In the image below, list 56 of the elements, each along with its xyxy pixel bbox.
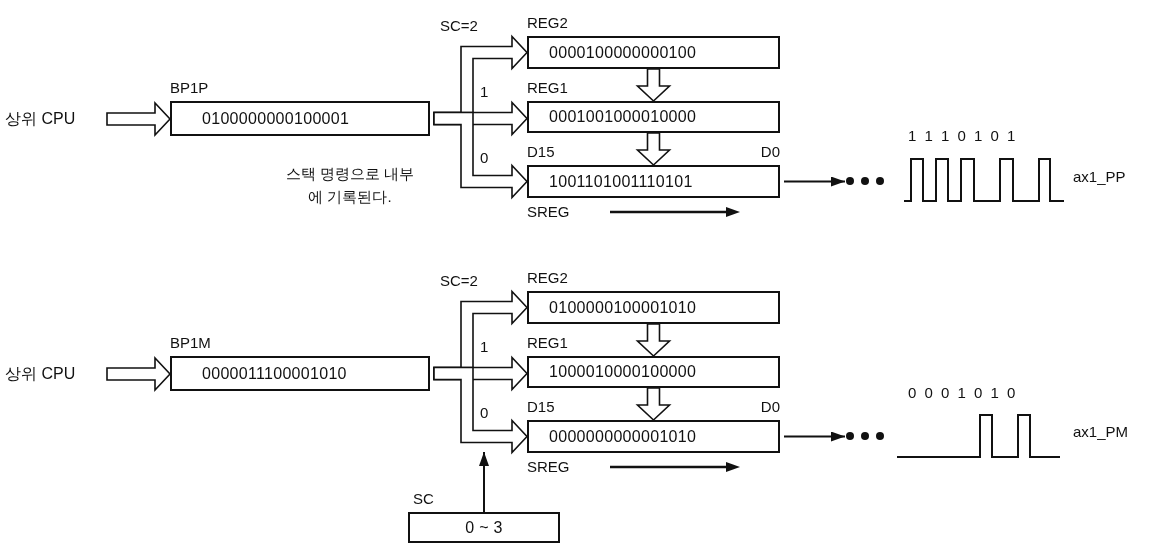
- edge-label: 0: [480, 150, 489, 165]
- register-box: [170, 356, 430, 391]
- side-label: SREG: [527, 458, 570, 475]
- hollow-arrow: [635, 132, 672, 167]
- register-box: [527, 356, 780, 388]
- register-value: 0001001000010000: [549, 108, 697, 126]
- register-box: [527, 420, 780, 453]
- note-text: 스택 명령으로 내부에 기록된다.: [284, 164, 416, 207]
- register-label: BP1M: [170, 334, 211, 351]
- register-label: BP1P: [170, 79, 209, 96]
- edge-label: 1: [480, 84, 489, 99]
- register-label: D0: [760, 143, 780, 160]
- register-box: [170, 101, 430, 136]
- register-box: [527, 101, 780, 133]
- register-label: REG2: [527, 269, 568, 286]
- hollow-arrow: [635, 387, 672, 422]
- hollow-arrow: [635, 68, 672, 103]
- register-value: 0000011100001010: [202, 364, 347, 383]
- source-label: 상위 CPU: [5, 362, 76, 386]
- register-box: [408, 512, 560, 543]
- register-label: REG1: [527, 79, 568, 96]
- hollow-arrow: [635, 323, 672, 358]
- register-value: 0100000000100001: [202, 109, 350, 128]
- source-label: 상위 CPU: [5, 107, 76, 131]
- register-value: 1000010000100000: [549, 363, 697, 381]
- pulse-waveform-drawing: [845, 155, 1067, 205]
- edge-label: 0: [480, 405, 489, 420]
- register-label: D0: [760, 398, 780, 415]
- register-label: SC: [413, 490, 434, 507]
- register-value: 0100000100001010: [549, 298, 697, 317]
- register-label: D15: [527, 398, 555, 415]
- arrow: [783, 176, 846, 187]
- register-value: 0000000000001010: [549, 427, 697, 446]
- edge-label: 1: [480, 339, 489, 354]
- register-label: D15: [527, 143, 555, 160]
- side-label: 1 1 1 0 1 0 1: [908, 127, 1016, 144]
- side-label: ax1_PM: [1073, 423, 1129, 440]
- edge-label: SC=2: [440, 18, 478, 33]
- side-label: ax1_PP: [1073, 168, 1126, 185]
- register-value: 0000100000000100: [549, 43, 697, 62]
- register-value: 1001101001110101: [549, 172, 693, 191]
- side-label: SREG: [527, 203, 570, 220]
- hollow-arrow: [106, 100, 172, 138]
- register-box: [527, 36, 780, 69]
- register-box: [527, 165, 780, 198]
- arrow: [783, 431, 846, 442]
- hollow-arrow: [433, 366, 529, 455]
- register-label: REG2: [527, 14, 568, 31]
- register-label: REG1: [527, 334, 568, 351]
- register-box: [527, 291, 780, 324]
- arrow: [479, 451, 489, 513]
- hollow-arrow: [106, 355, 172, 393]
- register-value: 0 ~ 3: [465, 518, 503, 537]
- hollow-arrow: [433, 111, 529, 200]
- side-label: 0 0 0 1 0 1 0: [908, 384, 1016, 401]
- edge-label: SC=2: [440, 273, 478, 288]
